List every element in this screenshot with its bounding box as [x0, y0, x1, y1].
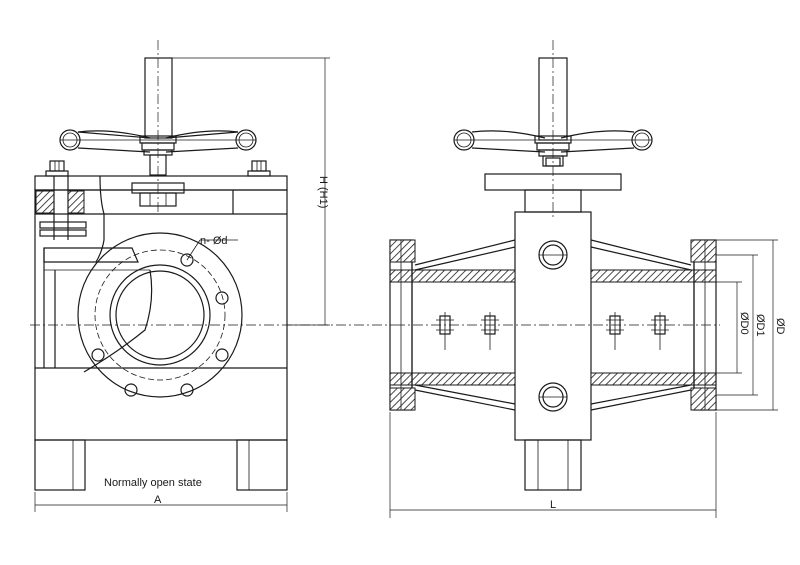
valve-body-right [514, 211, 592, 441]
foot-left [34, 439, 86, 491]
handwheel-left [59, 129, 257, 176]
front-view: ØD ØD1 ØD0 L [389, 40, 786, 518]
state-caption: Normally open state [104, 477, 202, 489]
flange-right-side-left [389, 239, 416, 411]
handwheel-right [453, 129, 653, 167]
bolt-holes-label: n- Ød [200, 235, 228, 247]
valve-body-left [34, 189, 288, 441]
dimension-h-label: H (H1) [317, 176, 329, 208]
flange-right-side-right [690, 239, 717, 411]
dimension-l-label: L [550, 499, 556, 511]
stem-left [144, 40, 173, 215]
dimension-d-label: ØD [774, 318, 786, 335]
dimension-a-label: A [154, 494, 162, 506]
diameter-dimensions: ØD ØD1 ØD0 [716, 239, 786, 411]
dimension-d1-label: ØD1 [754, 314, 766, 337]
foot-right [236, 439, 288, 491]
dimension-d0-label: ØD0 [738, 312, 750, 335]
side-view: n- Ød Normally open state A H (H1) [30, 40, 395, 512]
flange-left [77, 232, 243, 398]
internal-bolts [436, 312, 669, 350]
